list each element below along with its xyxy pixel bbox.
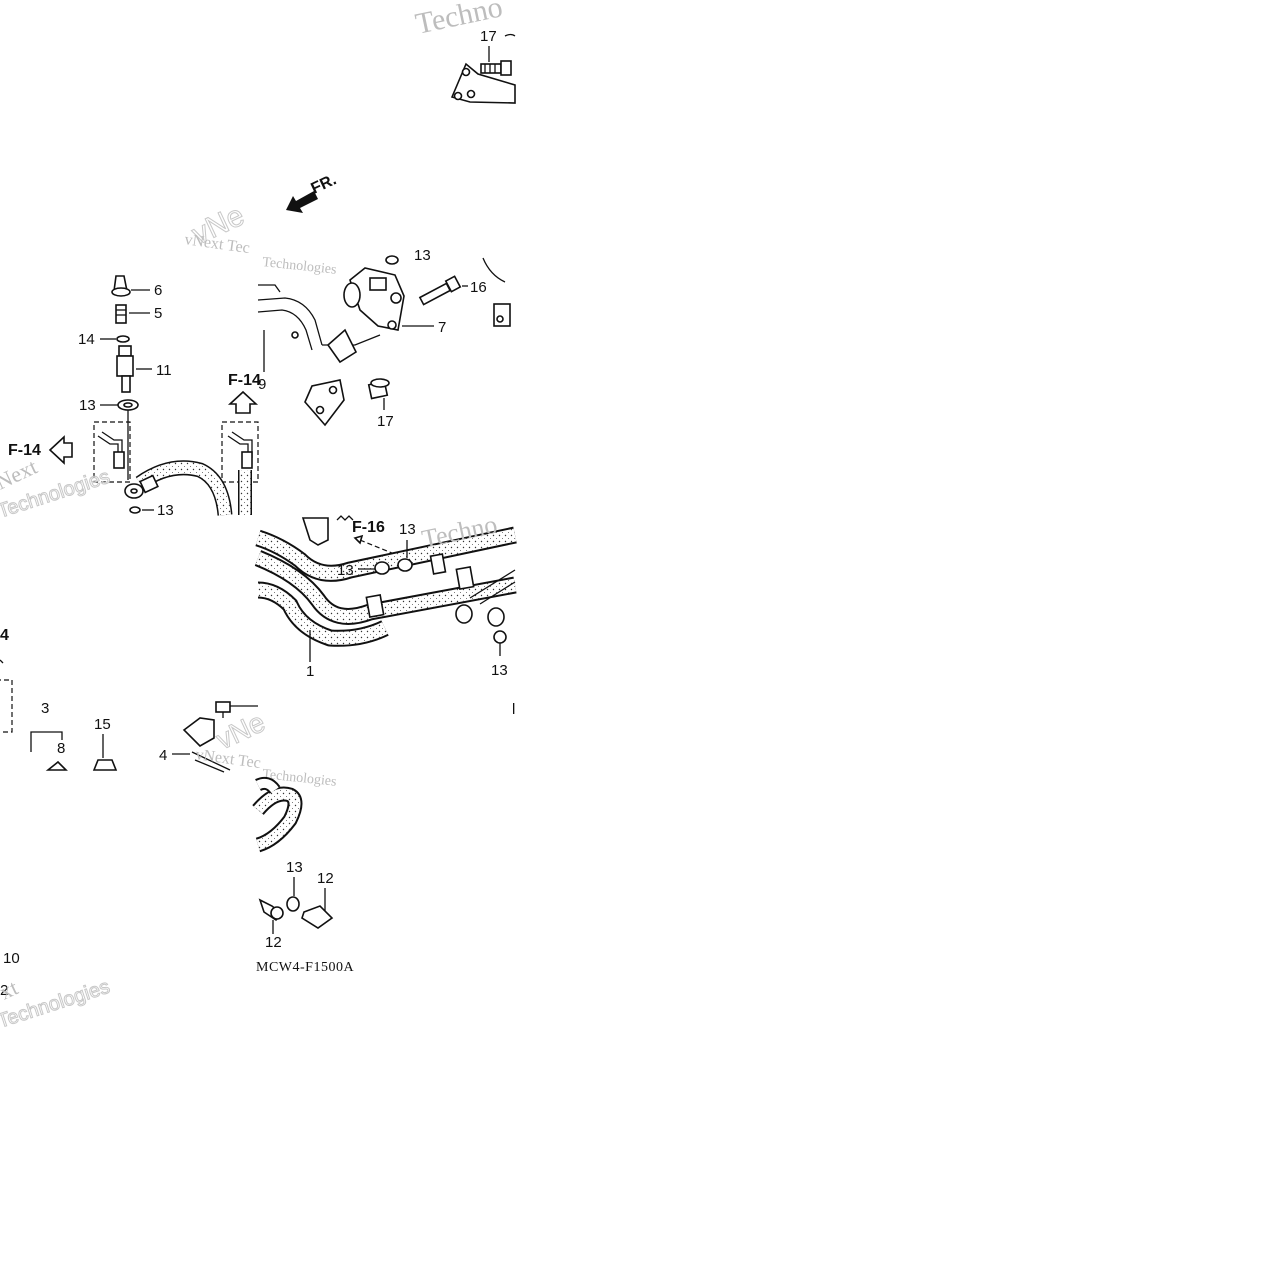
watermark: Technologies <box>0 976 113 1033</box>
callout-12: 12 <box>317 870 334 887</box>
callout-17-top: 17 <box>480 28 497 45</box>
tile-middle-right: 13 16 7 9 17 <box>257 247 511 430</box>
watermark: Technologies <box>262 255 338 278</box>
tile-bottom: 13 12 12 MCW4-F1500A 10 2 xt Technologie… <box>0 776 354 1033</box>
callout-4: 4 <box>159 747 167 764</box>
proportioning-valve <box>343 267 405 331</box>
tile-left-middle: 6 5 14 11 13 F-14 F-14 <box>0 275 261 523</box>
callout-3: 3 <box>41 700 49 717</box>
callout-13: 13 <box>399 521 416 538</box>
callout-10: 10 <box>3 950 20 967</box>
callout-14: 14 <box>78 331 95 348</box>
watermark: vNext Tec <box>183 231 250 257</box>
front-marker-label: FR. <box>309 171 340 197</box>
callout-13: 13 <box>286 859 303 876</box>
drawing-code: MCW4-F1500A <box>256 960 354 975</box>
callout-1: 1 <box>306 663 314 680</box>
section-ref-f16: F-16 <box>352 519 385 536</box>
callout-11: 11 <box>156 362 172 379</box>
watermark: xt <box>0 975 22 1005</box>
callout-15: 15 <box>94 716 111 733</box>
callout-fragment: l <box>512 701 515 718</box>
callout-13: 13 <box>337 562 354 579</box>
section-ref-f14-cut: 4 <box>0 627 9 644</box>
callout-6: 6 <box>154 282 162 299</box>
callout-16: 16 <box>470 279 487 296</box>
mounting-bracket <box>450 33 516 104</box>
flange-bolt <box>480 60 512 76</box>
watermark: vNe <box>211 706 269 755</box>
callout-5: 5 <box>154 305 162 322</box>
callout-2: 2 <box>0 982 8 999</box>
section-ref-f14-left: F-14 <box>8 442 41 459</box>
tile-top-right: Techno 17 <box>413 0 516 104</box>
tile-center-right: 13 F-16 13 13 1 Techno l <box>254 510 517 718</box>
callout-8: 8 <box>57 740 65 757</box>
callout-7: 7 <box>438 319 446 336</box>
tile-left-lower: 4 3 8 15 4 vNe vNext Tec Technologies <box>0 627 337 790</box>
watermark: vNext Tec <box>194 746 261 772</box>
callout-12: 12 <box>265 934 282 951</box>
front-direction-arrow: FR. <box>286 171 339 213</box>
callout-17: 17 <box>377 413 394 430</box>
section-ref-f14-up: F-14 <box>228 372 261 389</box>
callout-13: 13 <box>157 502 174 519</box>
callout-13: 13 <box>414 247 431 264</box>
callout-13: 13 <box>79 397 96 414</box>
callout-13: 13 <box>491 662 508 679</box>
callout-9: 9 <box>258 376 266 393</box>
